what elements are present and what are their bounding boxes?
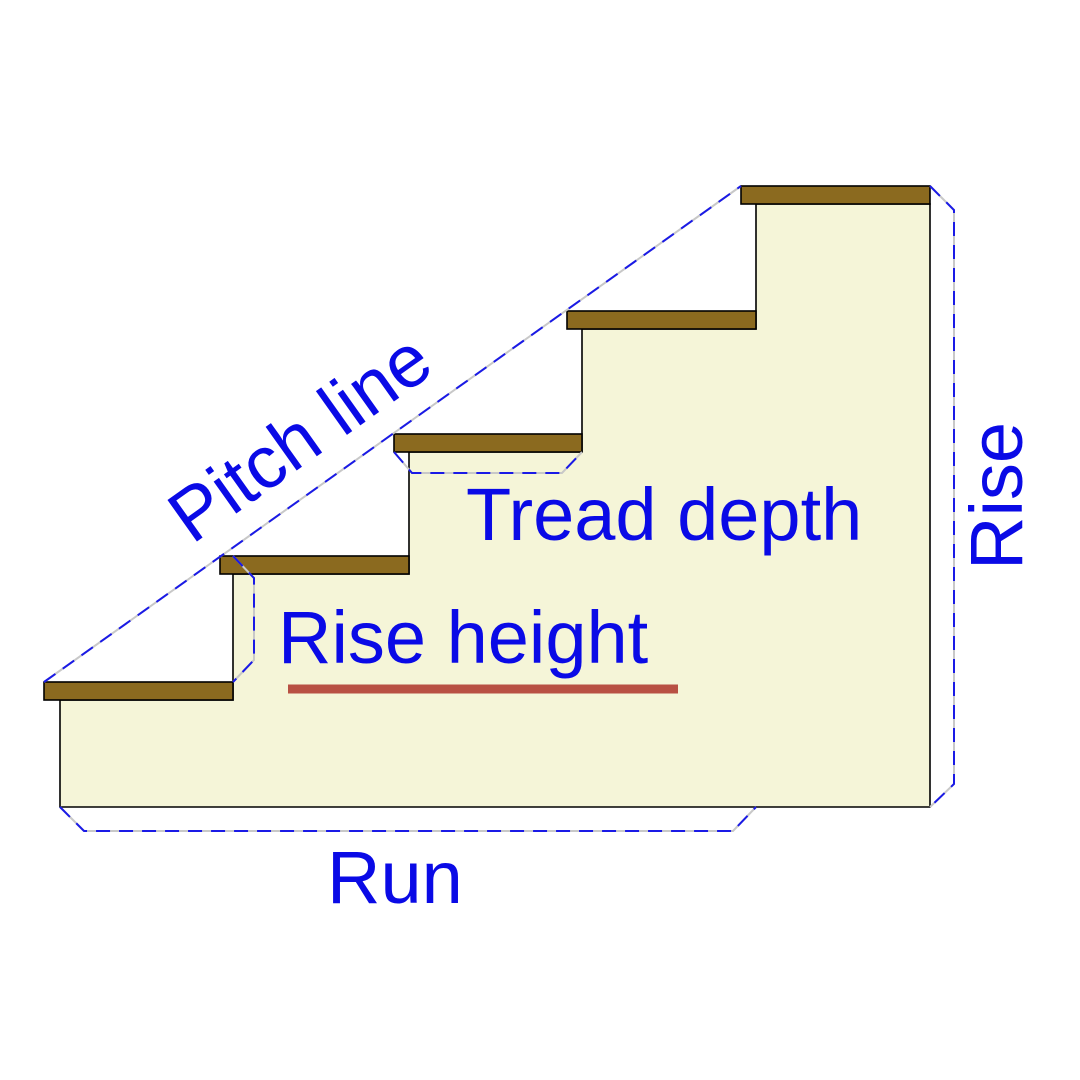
tread-2	[219, 555, 410, 575]
tread-1	[43, 681, 234, 701]
rise-dimension-line	[929, 185, 955, 808]
tread-5	[740, 185, 931, 205]
tread-depth-dimension-line	[393, 451, 583, 474]
rise-label: Rise	[955, 422, 1038, 570]
run-dimension-line	[59, 806, 757, 832]
tread-3	[393, 433, 583, 453]
tread-depth-label: Tread depth	[466, 473, 862, 556]
rise-height-dimension-line	[232, 555, 255, 683]
run-label: Run	[327, 836, 463, 919]
rise-height-label: Rise height	[278, 596, 649, 679]
tread-4	[566, 310, 757, 330]
pitch-dimension-line	[43, 185, 742, 683]
